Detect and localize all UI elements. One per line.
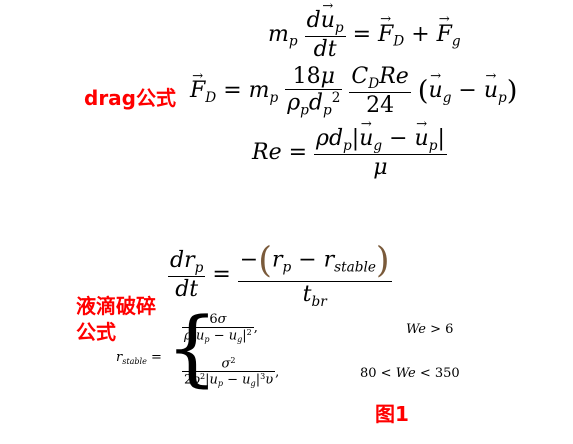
piecewise-brace: {: [166, 301, 219, 396]
piecewise-case-2: σ2 2ρ2|up − ug|3υ ,: [182, 356, 280, 389]
r-stable-lhs: rstable =: [116, 350, 162, 366]
piecewise-case-1: 6σ ρ|up − ug|2 ,: [182, 312, 258, 345]
case-2-condition: 80 < We < 350: [360, 366, 460, 381]
breakup-rate-equation: drp dt = −(rp − rstable) tbr: [168, 240, 392, 310]
breakup-label-line2: 公式: [76, 320, 116, 344]
reynolds-equation: Re = ρdp|ug − up| μ: [252, 116, 447, 180]
drag-formula-label: drag公式: [84, 86, 176, 110]
momentum-equation: mp dup dt = FD + Fg: [268, 0, 461, 62]
breakup-formula-label: 液滴破碎 公式: [76, 293, 156, 345]
breakup-label-line1: 液滴破碎: [76, 294, 156, 318]
case-1-condition: We > 6: [406, 322, 454, 337]
drag-force-equation: FD = mp 18μ ρpdp2 CDRe 24 (ug − up): [190, 64, 517, 118]
figure-caption: 图1: [375, 402, 409, 426]
